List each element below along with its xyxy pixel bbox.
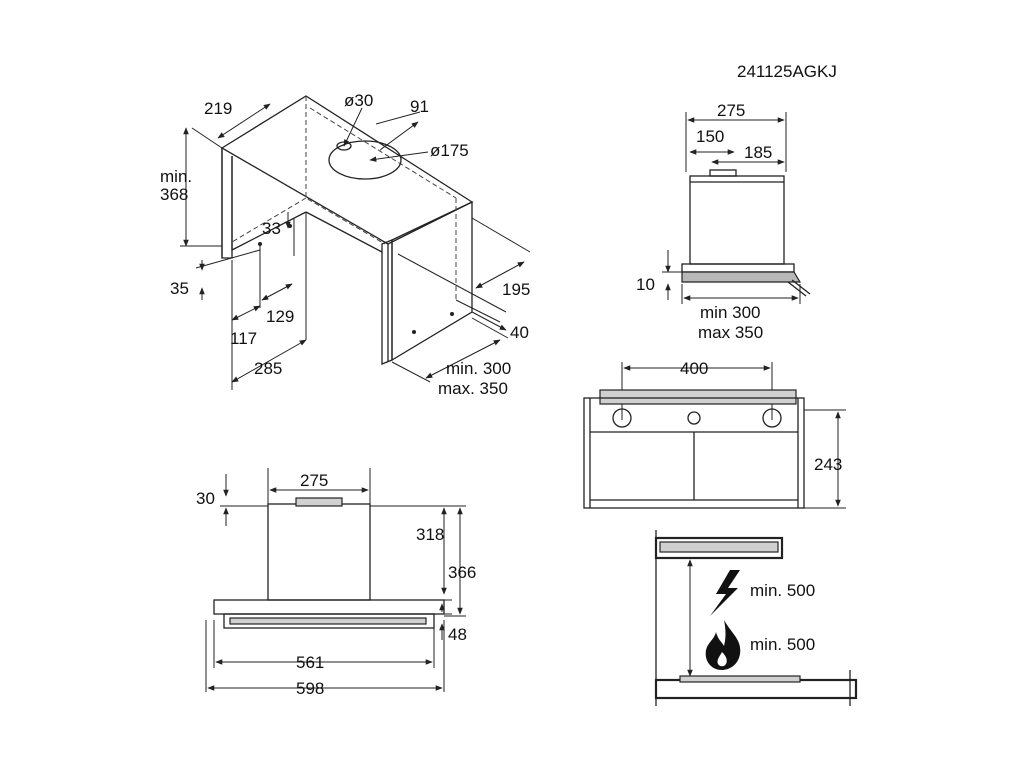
- chimney: [267, 503, 371, 601]
- dim-max350: max. 350: [438, 379, 508, 398]
- hood-body: [213, 599, 445, 615]
- dim-min300-side: min 300: [700, 303, 760, 322]
- dim-285: 285: [254, 359, 282, 378]
- dim-243: 243: [814, 455, 842, 474]
- dim-35: 35: [170, 279, 189, 298]
- isometric-mounting-view: 219 ø30 91 ø175 min. 368 33 35 129 117: [160, 91, 530, 398]
- electric-min-label: min. 500: [750, 581, 815, 600]
- dim-10: 10: [636, 275, 655, 294]
- dim-366: 366: [448, 563, 476, 582]
- side-body: [689, 175, 785, 265]
- dim-150: 150: [696, 127, 724, 146]
- front-view-main: 275 30 318 366 48 561: [196, 468, 476, 698]
- dim-318: 318: [416, 525, 444, 544]
- front-view-top: 400 243: [583, 359, 846, 509]
- dim-33: 33: [262, 219, 281, 238]
- dim-275-side: 275: [717, 101, 745, 120]
- clearance-view: min. 500 min. 500: [654, 530, 858, 706]
- dim-598: 598: [296, 679, 324, 698]
- dim-30: ø30: [344, 91, 373, 110]
- dim-561: 561: [296, 653, 324, 672]
- side-view: 275 150 185 10 min 300 max 350: [636, 101, 811, 342]
- dim-219: 219: [204, 99, 232, 118]
- dim-91: 91: [410, 97, 429, 116]
- dim-48: 48: [448, 625, 467, 644]
- flame-icon: [705, 620, 741, 670]
- dim-min368-b: 368: [160, 185, 188, 204]
- dim-40: 40: [510, 323, 529, 342]
- lightning-icon: [710, 570, 740, 616]
- front-body: [583, 397, 805, 509]
- iso-top-face: [220, 95, 474, 245]
- dim-117: 117: [230, 329, 257, 348]
- dim-min368-a: min.: [160, 167, 192, 186]
- outlet-circle: [328, 140, 402, 180]
- dim-175: ø175: [430, 141, 469, 160]
- dim-185: 185: [744, 143, 772, 162]
- cooktop: [654, 678, 858, 700]
- dim-400: 400: [680, 359, 708, 378]
- gas-min-label: min. 500: [750, 635, 815, 654]
- dim-195: 195: [502, 280, 530, 299]
- dim-30-front: 30: [196, 489, 215, 508]
- dim-max350-side: max 350: [698, 323, 763, 342]
- dim-275-front: 275: [300, 471, 328, 490]
- dim-min300: min. 300: [446, 359, 511, 378]
- dim-129: 129: [266, 307, 294, 326]
- model-code: 241125AGKJ: [737, 62, 837, 81]
